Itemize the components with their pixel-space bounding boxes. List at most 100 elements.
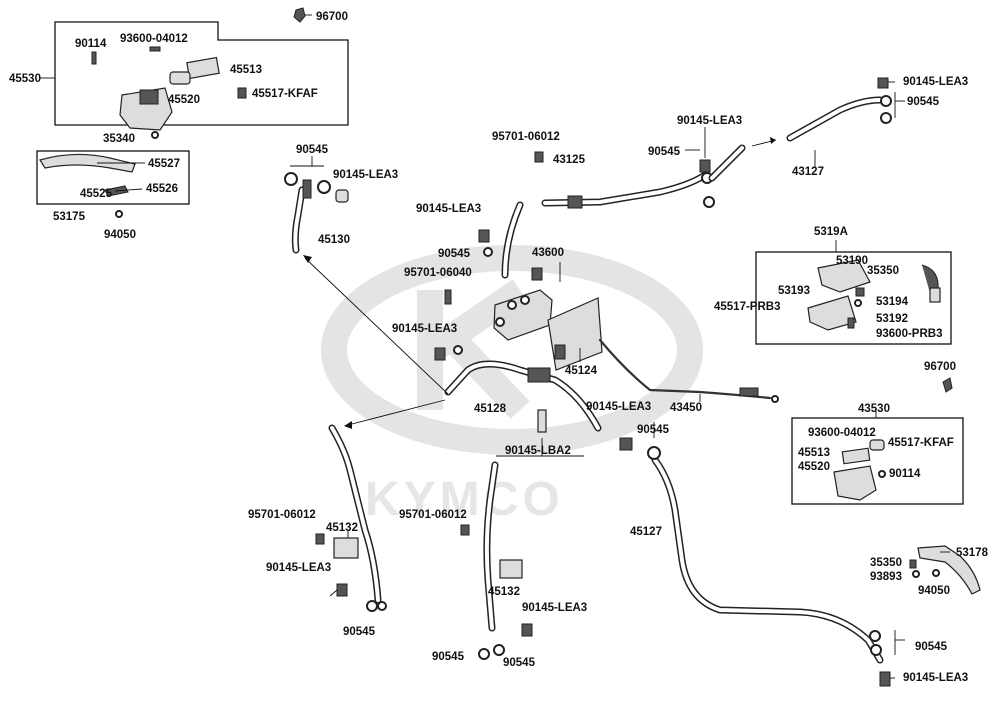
- washer-part: [880, 112, 892, 124]
- label-5319a: 5319A: [814, 226, 848, 238]
- switch-part: [929, 287, 941, 303]
- hose-inner: [710, 146, 744, 180]
- banjo-part: [302, 179, 312, 199]
- reservoir-part: [139, 89, 159, 105]
- label-45525: 45525: [80, 188, 113, 200]
- bleeder-part: [534, 151, 544, 163]
- label-43450: 43450: [670, 402, 702, 414]
- label-90145-lea3-h: 90145-LEA3: [903, 672, 968, 684]
- label-43125: 43125: [553, 154, 586, 166]
- brake-lever-part: [917, 545, 981, 595]
- bleeder-part: [315, 533, 325, 545]
- group-box-5319a: [755, 251, 952, 345]
- brand-watermark: KYMCO: [321, 245, 703, 526]
- label-95701-06012-b: 95701-06012: [248, 509, 316, 521]
- label-90545-f: 90545: [432, 651, 465, 663]
- washer-part: [377, 601, 387, 611]
- hose-inner: [503, 203, 522, 277]
- label-90545-top: 90545: [907, 96, 940, 108]
- label-90145-lea3-g: 90145-LEA3: [522, 602, 587, 614]
- diaphragm-part: [841, 447, 871, 465]
- label-90545-h: 90545: [915, 641, 948, 653]
- label-43530: 43530: [858, 403, 890, 415]
- fitting-part: [567, 195, 583, 209]
- label-leaders: [97, 81, 950, 679]
- label-45517-prb3: 45517-PRB3: [714, 301, 780, 313]
- hose-inner: [653, 458, 882, 662]
- hose-inner: [788, 98, 882, 140]
- label-90145-lea3-top: 90145-LEA3: [903, 76, 968, 88]
- label-93600-04012-a: 93600-04012: [120, 33, 188, 45]
- arrow-leader: [347, 399, 446, 426]
- label-93600-04012-b: 93600-04012: [808, 427, 876, 439]
- bolt-part: [521, 623, 533, 637]
- diaphragm-part: [186, 56, 220, 80]
- bolt-part: [877, 77, 889, 89]
- lever-bracket-part: [807, 295, 857, 331]
- label-45520-a: 45520: [168, 94, 200, 106]
- arrow-head: [303, 255, 312, 263]
- cap-part: [169, 71, 191, 85]
- label-53190: 53190: [836, 255, 868, 267]
- label-90545-g: 90545: [503, 657, 536, 669]
- bolt-part: [444, 289, 452, 305]
- label-35350-a: 35350: [867, 265, 899, 277]
- lever-group-left: [36, 150, 190, 218]
- port-part: [495, 317, 505, 327]
- label-45130: 45130: [318, 234, 350, 246]
- bolt-part: [434, 347, 446, 361]
- label-35340: 35340: [103, 133, 135, 145]
- arrow-head: [344, 421, 352, 429]
- leader-line: [329, 589, 338, 597]
- caliper-bracket-group: [755, 240, 952, 345]
- washer-part: [483, 247, 493, 257]
- washer-part: [284, 172, 298, 186]
- cable-fitting-part: [771, 395, 779, 403]
- bolt-part: [151, 131, 159, 139]
- label-45513-a: 45513: [230, 64, 262, 76]
- bolt-part: [855, 287, 865, 297]
- screw-part: [149, 46, 161, 52]
- label-45132-b: 45132: [488, 586, 520, 598]
- label-94050-b: 94050: [918, 585, 950, 597]
- hose-junction-part: [527, 367, 551, 383]
- group-box-53175: [36, 150, 190, 205]
- screw-part: [847, 317, 855, 329]
- screw-part: [878, 470, 886, 478]
- label-53192: 53192: [876, 313, 908, 325]
- label-90545-c: 90545: [438, 248, 471, 260]
- bracket-53190-part: [817, 259, 871, 293]
- bleeder-screw-part: [537, 409, 547, 433]
- hose-inner: [543, 173, 707, 205]
- bolt-part: [619, 437, 633, 451]
- cable-end-part: [739, 387, 759, 397]
- watermark-text: KYMCO: [365, 473, 564, 526]
- washer-part: [647, 446, 661, 460]
- screw-part: [932, 569, 940, 577]
- master-cylinder-group-right: [791, 410, 964, 505]
- bolt-part: [335, 189, 349, 203]
- washer-part: [478, 648, 490, 660]
- label-93893: 93893: [870, 571, 902, 583]
- label-90545-b: 90545: [648, 146, 681, 158]
- clip-part: [293, 7, 306, 23]
- label-43600: 43600: [532, 247, 564, 259]
- label-53178: 53178: [956, 547, 989, 559]
- washer-part: [453, 345, 463, 355]
- label-90145-lea3-e: 90145-LEA3: [586, 401, 651, 413]
- label-45526: 45526: [146, 183, 178, 195]
- cap-part: [869, 439, 885, 451]
- label-90145-lea3-b: 90145-LEA3: [677, 115, 742, 127]
- group-box-43530: [791, 417, 964, 505]
- hose-inner: [484, 463, 497, 630]
- master-cylinder-part: [833, 465, 877, 501]
- washer-part: [880, 95, 892, 107]
- label-90545-a: 90545: [296, 144, 329, 156]
- label-95701-06012-a: 95701-06012: [492, 131, 560, 143]
- label-95701-06012-c: 95701-06012: [399, 509, 467, 521]
- label-90145-lba2: 90145-LBA2: [505, 445, 571, 457]
- bolt-part: [879, 671, 891, 687]
- brake-lever-part: [39, 153, 136, 173]
- washer-part: [869, 630, 881, 642]
